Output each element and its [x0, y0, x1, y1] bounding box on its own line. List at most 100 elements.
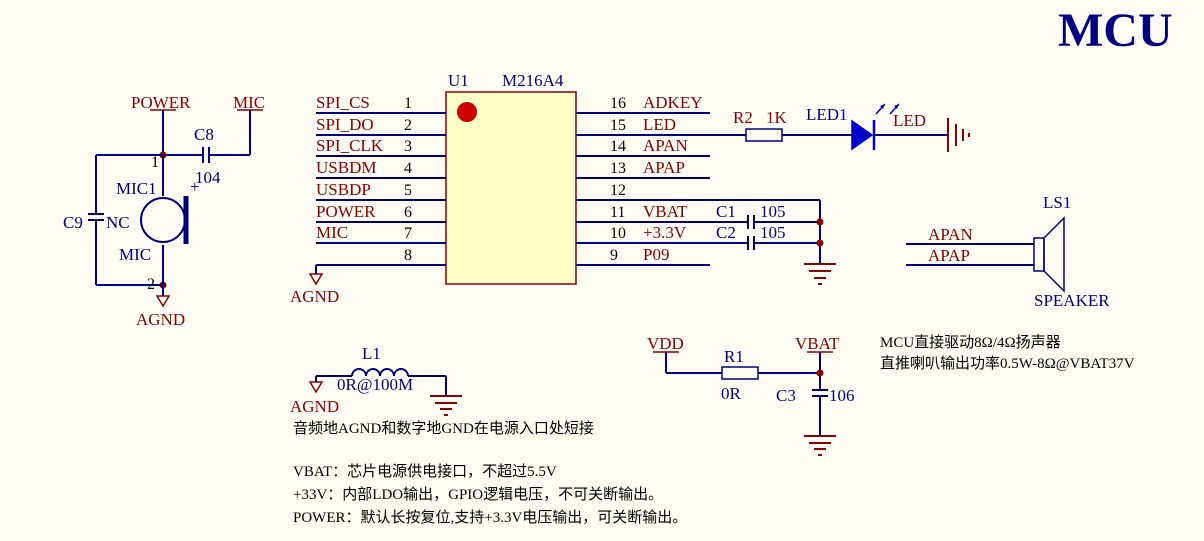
svg-text:1: 1: [404, 95, 412, 112]
mic1-microphone[interactable]: 1 2 + MIC1 MIC: [116, 154, 200, 293]
c1-value: 105: [760, 202, 786, 221]
left-pin-8: 8: [316, 247, 446, 266]
svg-text:LED: LED: [643, 115, 676, 134]
c1-ref: C1: [716, 202, 736, 221]
svg-text:14: 14: [610, 138, 626, 155]
svg-text:MIC: MIC: [233, 93, 265, 112]
svg-text:P09: P09: [643, 245, 669, 264]
gnd-symbol-c3: [804, 435, 836, 456]
vdd-port: VDD: [647, 334, 684, 373]
right-pin-10: 10 +3.3V: [576, 223, 748, 244]
vbat-port: VBAT: [795, 334, 840, 390]
u1-right-pins: 16 ADKEY 15 LED 14 APAN 13 APAP 12 11 VB…: [576, 93, 820, 266]
svg-text:9: 9: [610, 247, 618, 264]
svg-text:POWER: POWER: [316, 202, 376, 221]
left-pin-2: 2 SPI_DO: [316, 115, 446, 136]
c9-ref: C9: [63, 213, 83, 232]
svg-text:13: 13: [610, 160, 626, 177]
pin1-marker: [457, 102, 477, 122]
left-pin-4: 4 USBDM: [316, 158, 446, 179]
svg-text:SPI_CLK: SPI_CLK: [316, 136, 384, 155]
l1-inductor[interactable]: L1 0R@100M: [316, 344, 446, 394]
gnd-symbol-l1: [430, 376, 462, 416]
svg-text:AGND: AGND: [290, 287, 339, 306]
c9-capacitor[interactable]: C9 NC: [63, 154, 163, 286]
speaker-note-2: 直推喇叭输出功率0.5W-8Ω@VBAT37V: [880, 355, 1135, 372]
right-pin-13: 13 APAP: [576, 158, 710, 179]
svg-text:15: 15: [610, 117, 626, 134]
right-pin-9: 9 P09: [576, 245, 710, 266]
c3-ref: C3: [776, 386, 796, 405]
u1-ref: U1: [448, 71, 469, 90]
svg-text:VBAT: VBAT: [643, 202, 688, 221]
svg-text:2: 2: [404, 117, 412, 134]
c1-capacitor[interactable]: C1 105: [716, 202, 820, 229]
note-power: POWER：默认长按复位,支持+3.3V电压输出，可关断输出。: [293, 508, 687, 526]
agnd-symbol-l1: AGND: [290, 376, 339, 416]
r2-resistor[interactable]: R2 1K: [730, 108, 852, 142]
r2-ref: R2: [733, 108, 753, 127]
svg-text:7: 7: [404, 225, 412, 242]
right-pin-11: 11 VBAT: [576, 202, 748, 223]
sheet-title: MCU: [1058, 4, 1173, 57]
svg-text:MIC: MIC: [316, 223, 348, 242]
r1-ref: R1: [724, 347, 744, 366]
left-pin-6: 6 POWER: [316, 202, 446, 223]
agnd-symbol-pin8: AGND: [290, 265, 339, 306]
right-pin-16: 16 ADKEY: [576, 93, 710, 114]
c3-value: 106: [829, 386, 855, 405]
l1-ref: L1: [362, 344, 381, 363]
svg-text:12: 12: [610, 182, 626, 199]
mic-net-port: MIC: [233, 93, 265, 155]
right-pin-15: 15 LED: [576, 115, 730, 136]
led1-value: LED: [893, 111, 926, 130]
agnd-symbol-mic: AGND: [136, 285, 185, 329]
u1-body: [445, 91, 577, 285]
svg-text:POWER: POWER: [131, 93, 191, 112]
gnd-symbol-led: [947, 118, 970, 152]
c3-capacitor[interactable]: C3 106: [776, 386, 855, 436]
gnd-symbol-caps: [804, 200, 836, 285]
led1-ref: LED1: [806, 105, 848, 124]
svg-text:USBDM: USBDM: [316, 158, 376, 177]
right-pin-12: 12: [576, 182, 820, 201]
svg-text:VDD: VDD: [647, 334, 684, 353]
svg-text:APAN: APAN: [643, 136, 688, 155]
ls1-speaker[interactable]: APAN APAP LS1 SPEAKER: [906, 193, 1110, 310]
svg-text:SPI_CS: SPI_CS: [316, 93, 370, 112]
mic1-value: MIC: [119, 245, 151, 264]
u1-chip[interactable]: U1 M216A4: [445, 71, 577, 285]
svg-text:AGND: AGND: [290, 397, 339, 416]
svg-text:6: 6: [404, 204, 412, 221]
left-pin-3: 3 SPI_CLK: [316, 136, 446, 157]
c2-capacitor[interactable]: C2 105: [716, 223, 820, 250]
led1-diode[interactable]: LED1 LED: [806, 103, 948, 151]
r1-value: 0R: [721, 384, 742, 403]
left-pin-7: 7 MIC: [316, 223, 446, 244]
svg-text:SPI_DO: SPI_DO: [316, 115, 374, 134]
note-33v: +33V：内部LDO输出，GPIO逻辑电压，不可关断输出。: [293, 486, 663, 503]
left-pin-1: 1 SPI_CS: [316, 93, 446, 114]
svg-text:10: 10: [610, 225, 626, 242]
svg-text:3: 3: [404, 138, 412, 155]
speaker-apap: APAP: [928, 246, 970, 265]
c8-capacitor[interactable]: C8 104: [163, 125, 250, 187]
left-pin-5: 5 USBDP: [316, 180, 446, 201]
svg-text:1: 1: [151, 154, 159, 171]
svg-text:+3.3V: +3.3V: [643, 223, 687, 242]
svg-text:5: 5: [404, 182, 412, 199]
c2-ref: C2: [716, 223, 736, 242]
right-pin-14: 14 APAN: [576, 136, 710, 157]
svg-text:16: 16: [610, 95, 626, 112]
note-vbat: VBAT：芯片电源供电接口，不超过5.5V: [293, 463, 557, 480]
svg-text:APAP: APAP: [643, 158, 685, 177]
svg-text:USBDP: USBDP: [316, 180, 371, 199]
r1-resistor[interactable]: R1 0R: [666, 347, 820, 403]
ls1-value: SPEAKER: [1034, 291, 1110, 310]
svg-text:4: 4: [404, 160, 412, 177]
svg-text:VBAT: VBAT: [795, 334, 840, 353]
l1-value: 0R@100M: [337, 375, 413, 394]
svg-text:8: 8: [404, 247, 412, 264]
u1-left-pins: 1 SPI_CS 2 SPI_DO 3 SPI_CLK 4 USBDM 5 US…: [316, 93, 446, 266]
